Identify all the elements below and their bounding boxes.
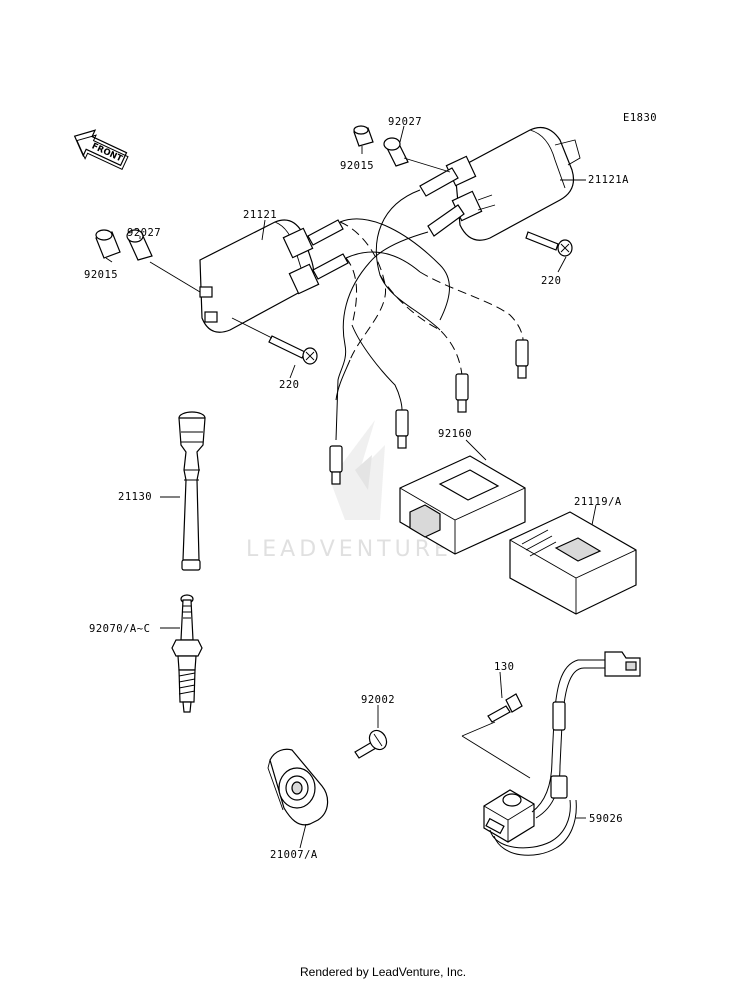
label-21121a: 21121A	[588, 174, 629, 186]
damper-92015-top	[353, 125, 374, 147]
damper-92015-left	[95, 229, 121, 259]
label-59026: 59026	[589, 813, 623, 825]
spark-plug-caps	[329, 339, 529, 485]
pickup-coil-59026	[483, 651, 641, 856]
front-arrow-icon: FRONT	[73, 129, 129, 170]
watermark-text: LEADVENTURE	[246, 537, 452, 562]
label-92160: 92160	[438, 428, 472, 440]
collar-92027-top	[383, 137, 409, 167]
label-21130: 21130	[118, 491, 152, 503]
label-92027-top: 92027	[388, 116, 422, 128]
collar-92027-left	[126, 229, 153, 261]
bolt-220-right	[525, 231, 573, 257]
label-92070: 92070/A~C	[89, 623, 150, 635]
label-92015-top: 92015	[340, 160, 374, 172]
label-220-right: 220	[541, 275, 561, 287]
label-92015-left: 92015	[84, 269, 118, 281]
label-92002: 92002	[361, 694, 395, 706]
label-21119a: 21119/A	[574, 496, 622, 508]
ignition-coil-21121	[199, 218, 450, 361]
timing-rotor-21007a	[267, 748, 329, 826]
label-21007a: 21007/A	[270, 849, 318, 861]
spark-plug-92070	[171, 594, 203, 713]
label-92027-left: 92027	[127, 227, 161, 239]
label-220-left: 220	[279, 379, 299, 391]
part-labels: 92027 92015 21121A 220 21121 92027 92015…	[84, 116, 629, 861]
label-130: 130	[494, 661, 514, 673]
leader-lines	[105, 125, 597, 849]
footer-credit: Rendered by LeadVenture, Inc.	[300, 965, 466, 979]
ignition-coil-21121a	[369, 127, 581, 331]
bolt-220-left	[231, 317, 318, 365]
diagram-code: E1830	[623, 112, 657, 124]
spark-plug-cap-21130	[178, 411, 206, 571]
ignition-unit-cover-92160	[399, 455, 526, 555]
leadventure-watermark: LEADVENTURE	[246, 420, 452, 562]
bolt-92002	[354, 729, 388, 759]
label-21121: 21121	[243, 209, 277, 221]
bolt-130	[487, 693, 523, 723]
ic-igniter-21119a	[509, 511, 637, 615]
